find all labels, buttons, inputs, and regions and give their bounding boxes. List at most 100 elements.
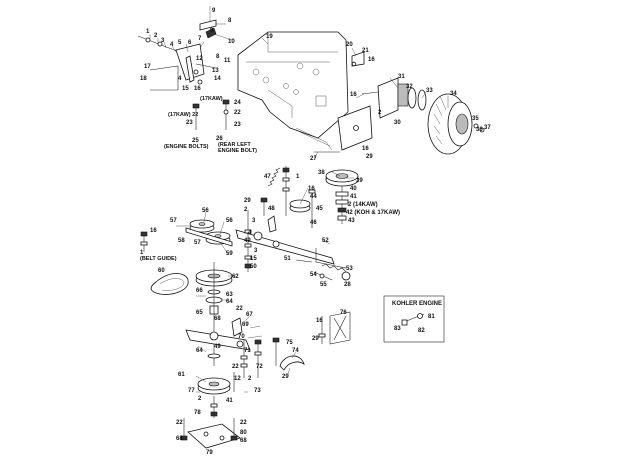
callout-1: 1 bbox=[146, 29, 150, 35]
callout-72: 72 bbox=[256, 364, 263, 370]
callout-12b: 12 bbox=[234, 376, 241, 382]
tension-rod bbox=[313, 248, 351, 281]
callout-16c: 16 bbox=[350, 92, 357, 98]
callout-37: 37 bbox=[484, 125, 491, 131]
callout-9b: 9 bbox=[210, 28, 214, 34]
callout-77: 77 bbox=[188, 388, 195, 394]
callout-11: 11 bbox=[224, 58, 231, 64]
callout-52: 52 bbox=[322, 238, 329, 244]
callout-18: 18 bbox=[140, 76, 147, 82]
callout-41b: 41 bbox=[226, 398, 233, 404]
callout-35: 35 bbox=[472, 116, 479, 122]
callout-4b: 4 bbox=[178, 76, 182, 82]
callout-6: 6 bbox=[188, 40, 192, 46]
callout-part2: 2 (14KAW) bbox=[348, 202, 378, 208]
callout-1b: 1 bbox=[296, 174, 300, 180]
callout-16e: 16 bbox=[308, 186, 315, 192]
lower-pulley bbox=[197, 377, 231, 418]
callout-68b: 68 bbox=[176, 436, 183, 442]
callout-5: 5 bbox=[178, 40, 182, 46]
callout-54: 54 bbox=[310, 272, 317, 278]
callout-27: 27 bbox=[310, 156, 317, 162]
callout-44: 44 bbox=[310, 194, 317, 200]
callout-29: 29 bbox=[366, 154, 373, 160]
callout-29b: 29 bbox=[244, 198, 251, 204]
leader-lines bbox=[149, 23, 449, 393]
callout-59: 59 bbox=[226, 251, 233, 257]
callout-43: 43 bbox=[348, 218, 355, 224]
note-rear-left-2: ENGINE BOLT) bbox=[218, 148, 257, 154]
callout-41: 41 bbox=[350, 194, 357, 200]
callout-56: 56 bbox=[202, 208, 209, 214]
lower-arm bbox=[185, 317, 251, 378]
note-17kaw-2: (17KAW) 22 bbox=[168, 112, 198, 118]
callout-47: 47 bbox=[264, 174, 271, 180]
steering-linkage bbox=[137, 6, 217, 91]
rod-bracket bbox=[318, 311, 351, 345]
callout-38: 38 bbox=[318, 170, 325, 176]
callout-50: 50 bbox=[250, 264, 257, 270]
callout-81: 81 bbox=[428, 314, 435, 320]
callout-28: 28 bbox=[344, 282, 351, 288]
callout-32: 32 bbox=[406, 84, 413, 90]
bottom-plate bbox=[180, 418, 241, 449]
callout-26: 26 bbox=[216, 136, 223, 142]
callout-63: 63 bbox=[226, 292, 233, 298]
callout-46: 46 bbox=[310, 220, 317, 226]
note-engine-bolts: (ENGINE BOLTS) bbox=[164, 144, 209, 150]
callout-66: 66 bbox=[196, 288, 203, 294]
callout-55: 55 bbox=[320, 282, 327, 288]
callout-15b: 15 bbox=[250, 256, 257, 262]
callout-12: 12 bbox=[196, 56, 203, 62]
callout-68c: 68 bbox=[240, 438, 247, 444]
callout-45: 45 bbox=[316, 206, 323, 212]
callout-61: 61 bbox=[178, 372, 185, 378]
callout-57b: 57 bbox=[194, 240, 201, 246]
axle-plate bbox=[295, 105, 373, 151]
callout-4: 4 bbox=[170, 42, 174, 48]
callout-8b: 8 bbox=[216, 54, 220, 60]
callout-2: 2 bbox=[154, 33, 158, 39]
callout-53: 53 bbox=[346, 266, 353, 272]
callout-21: 21 bbox=[362, 48, 369, 54]
callout-1c: 1 bbox=[140, 250, 144, 256]
drive-belt bbox=[150, 273, 189, 295]
callout-16d: 16 bbox=[362, 146, 369, 152]
callout-65: 65 bbox=[196, 310, 203, 316]
callout-25: 25 bbox=[192, 138, 199, 144]
callout-31: 31 bbox=[398, 74, 405, 80]
callout-80: 80 bbox=[240, 430, 247, 436]
callout-20: 20 bbox=[346, 42, 353, 48]
callout-2b: 2 bbox=[378, 110, 382, 116]
callout-17: 17 bbox=[144, 64, 151, 70]
callout-68: 68 bbox=[214, 316, 221, 322]
kohler-inset bbox=[383, 295, 445, 343]
wheel-motor bbox=[377, 77, 427, 119]
note-rear-left-1: (REAR LEFT bbox=[218, 142, 251, 148]
kohler-inset-title: KOHLER ENGINE bbox=[392, 301, 442, 307]
callout-73: 73 bbox=[254, 388, 261, 394]
note-belt-guide: (BELT GUIDE) bbox=[140, 256, 177, 262]
callout-71: 71 bbox=[244, 348, 251, 354]
callout-67: 67 bbox=[246, 312, 253, 318]
callout-10: 10 bbox=[228, 39, 235, 45]
callout-16g: 16 bbox=[316, 318, 323, 324]
retainer-clip bbox=[279, 355, 305, 371]
callout-23: 23 bbox=[186, 120, 193, 126]
belt-guide bbox=[140, 231, 148, 252]
callout-3b: 3 bbox=[252, 218, 256, 224]
rear-tire bbox=[427, 93, 485, 155]
callout-2c: 2 bbox=[244, 207, 248, 213]
callout-76: 76 bbox=[340, 310, 347, 316]
brackets-right bbox=[314, 51, 379, 153]
callout-3c: 3 bbox=[254, 248, 258, 254]
callout-29d: 29 bbox=[282, 374, 289, 380]
callout-22c: 22 bbox=[232, 364, 239, 370]
engine-bolts bbox=[192, 99, 230, 130]
callout-74: 74 bbox=[292, 348, 299, 354]
callout-4c: 4 bbox=[248, 230, 252, 236]
callout-9: 9 bbox=[212, 8, 216, 14]
callout-51: 51 bbox=[284, 256, 291, 262]
callout-22e: 22 bbox=[240, 420, 247, 426]
